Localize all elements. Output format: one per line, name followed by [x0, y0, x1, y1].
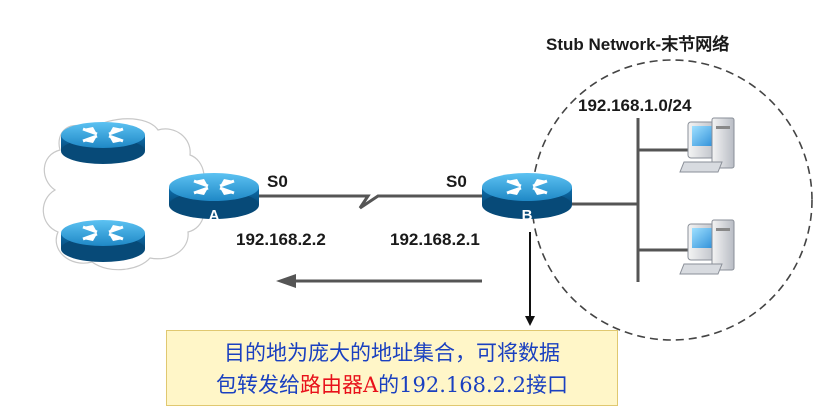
serial-link-icon	[255, 194, 485, 210]
note-highlight: 路由器A	[299, 373, 379, 397]
note-line-2-end: 接口	[526, 373, 569, 397]
pc-icon	[679, 117, 735, 173]
note-line-2-start: 包转发给	[215, 373, 300, 397]
arrow-down-icon	[525, 232, 535, 326]
router-a	[169, 173, 259, 219]
router-b-label: B	[522, 207, 533, 224]
router-a-label: A	[209, 207, 220, 224]
router-icon	[61, 122, 145, 164]
note-line-2: 包转发给路由器A的192.168.2.2接口	[167, 369, 617, 401]
router-b-ip: 192.168.2.1	[390, 230, 480, 249]
arrow-left-icon	[276, 274, 482, 288]
stub-network-title: Stub Network-末节网络	[546, 34, 729, 54]
router-a-ip: 192.168.2.2	[236, 230, 326, 249]
router-b	[482, 173, 572, 219]
router-icon	[61, 220, 145, 262]
router-b-interface: S0	[446, 172, 467, 191]
router-a-interface: S0	[267, 172, 288, 191]
explanation-note: 目的地为庞大的地址集合，可将数据 包转发给路由器A的192.168.2.2接口	[166, 330, 618, 406]
pc-icon	[679, 219, 735, 275]
stub-network-boundary	[531, 59, 813, 341]
subnet-label: 192.168.1.0/24	[578, 96, 692, 115]
note-line-1: 目的地为庞大的地址集合，可将数据	[224, 341, 560, 365]
note-line-2-ip: 的192.168.2.2	[378, 373, 527, 397]
